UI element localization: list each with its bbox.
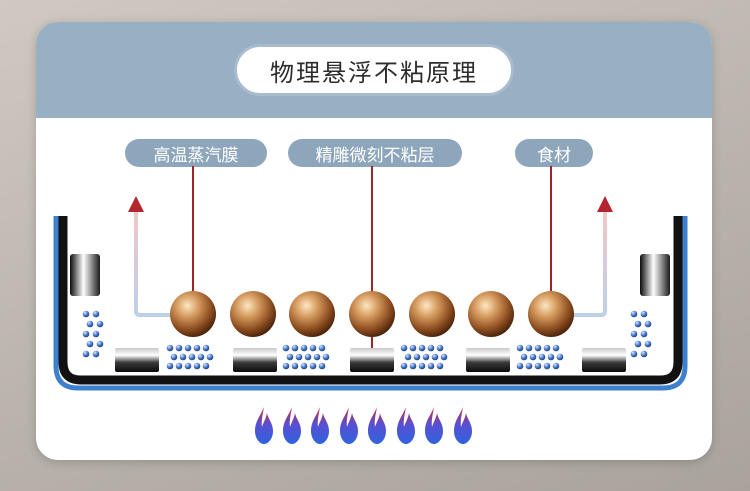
flame-icon xyxy=(425,407,443,444)
flame-icon xyxy=(397,407,415,444)
food-ball-icon xyxy=(170,291,216,337)
steam-arrow-icon xyxy=(570,196,613,315)
flame-icon xyxy=(340,407,358,444)
steam-arrow-icon xyxy=(128,196,172,315)
food-ball-icon xyxy=(230,291,276,337)
bottom-magnet xyxy=(350,348,394,372)
micro-bubble-icon xyxy=(517,345,564,370)
side-magnet-right xyxy=(640,254,670,296)
flame-icon xyxy=(368,407,386,444)
side-magnet-left xyxy=(70,254,100,296)
food-ball-icon xyxy=(468,291,514,337)
micro-bubble-icon xyxy=(401,345,448,370)
flame-icon xyxy=(311,407,329,444)
food-ball-icon xyxy=(528,291,574,337)
flame-icon xyxy=(454,407,472,444)
bottom-magnet xyxy=(582,348,626,372)
bottom-magnet xyxy=(115,348,159,372)
food-ball-icon xyxy=(409,291,455,337)
food-ball-icon xyxy=(349,291,395,337)
micro-bubble-icon xyxy=(167,345,214,370)
micro-bubble-icon xyxy=(283,345,330,370)
flame-icon xyxy=(283,407,301,444)
bottom-magnet xyxy=(466,348,510,372)
food-ball-icon xyxy=(289,291,335,337)
micro-bubble-icon xyxy=(631,311,652,358)
flame-icon xyxy=(255,407,273,444)
micro-bubble-icon xyxy=(83,311,104,358)
bottom-magnet xyxy=(233,348,277,372)
